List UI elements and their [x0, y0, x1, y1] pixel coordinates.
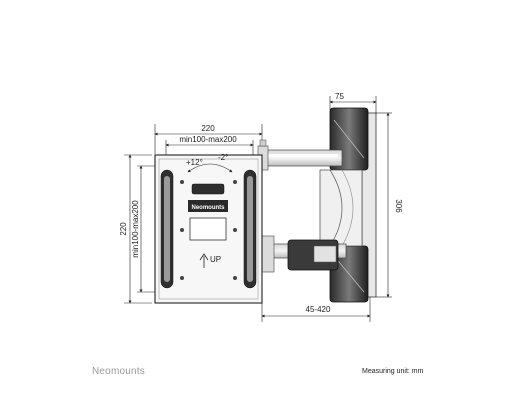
tilt-down-label: -2° [218, 153, 228, 162]
up-arrow-icon [199, 253, 209, 268]
top-width-label: 220 [201, 124, 215, 133]
dimension-side-height [124, 154, 158, 304]
side-height-label: 220 [119, 222, 128, 236]
brand-badge-text: Neomounts [192, 205, 226, 211]
wall-plate [319, 107, 377, 303]
brand-badge [188, 200, 228, 212]
tilt-arc [187, 163, 233, 173]
tilt-up-label: +12° [186, 158, 203, 167]
measuring-unit: Measuring unit: mm [362, 368, 424, 375]
dimension-arm-depth [329, 96, 377, 114]
extension-label: 45-420 [306, 305, 331, 314]
brand-logo: Neomounts [92, 366, 145, 377]
upper-arm [257, 139, 343, 171]
up-label: UP [210, 255, 221, 264]
lower-arm [261, 235, 347, 273]
dimension-top-width [154, 124, 263, 160]
side-vesa-label: min100-max200 [131, 200, 140, 258]
arm-depth-label: 75 [335, 92, 344, 101]
top-vesa-label: min100-max200 [179, 135, 237, 144]
vesa-plate [154, 154, 263, 304]
wall-height-label: 306 [394, 199, 403, 213]
dimension-wall-height [376, 112, 392, 298]
dimension-extension [261, 297, 371, 322]
